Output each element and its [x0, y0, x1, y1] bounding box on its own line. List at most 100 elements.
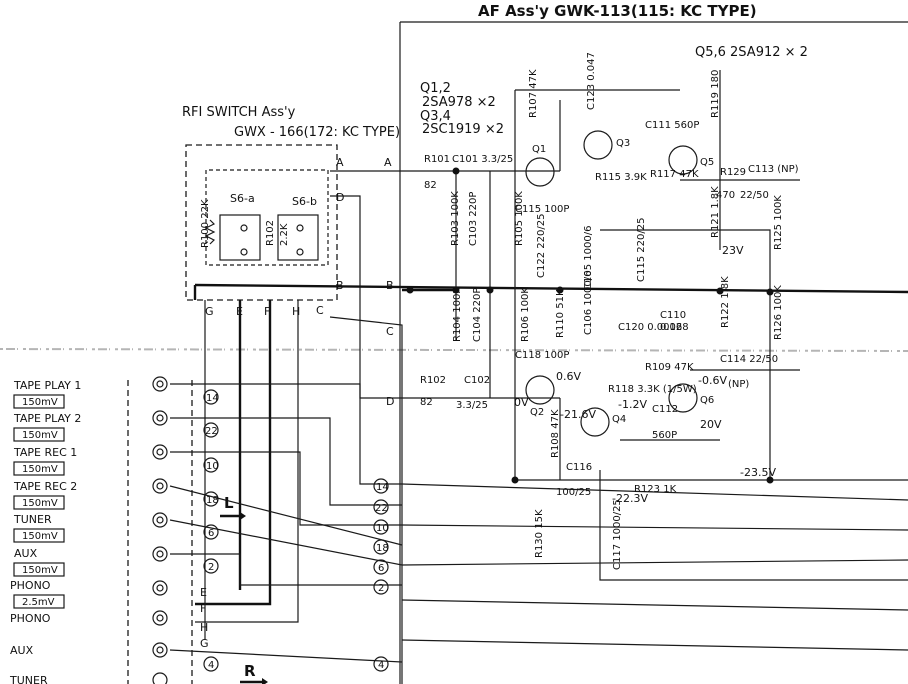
r130-label: R130 15K: [534, 509, 545, 558]
r129-value: 470: [716, 190, 735, 201]
c114-label: C114 22/50: [720, 354, 778, 365]
pin-left-4: 6: [208, 528, 214, 539]
input-5-name: AUX: [14, 547, 38, 560]
r119-label: R119 180: [710, 70, 721, 118]
pin-left-5: 2: [208, 562, 214, 573]
input-jacks: [152, 376, 168, 684]
c117-label: C117 1000/25: [612, 499, 623, 570]
input-2-level: 150mV: [22, 464, 58, 475]
c111-label: C111 560P: [645, 120, 699, 131]
c116-label: C116: [566, 462, 592, 473]
node-g-bottom: G: [200, 637, 209, 650]
input-4-level: 150mV: [22, 531, 58, 542]
r105-label: R105 100K: [514, 191, 525, 246]
c102-label: C102: [464, 375, 490, 386]
node-b-right: B: [386, 279, 394, 292]
channel-r-label: R: [244, 662, 256, 680]
node-a-left: A: [336, 156, 344, 169]
c115-label: C115 100P: [515, 204, 569, 215]
r102-main-value: 82: [420, 397, 433, 408]
c113-label: C113 (NP): [748, 164, 799, 175]
input-5-level: 150mV: [22, 565, 58, 576]
transistors: Q1 Q3 Q5 Q2 Q4 Q6: [525, 130, 714, 437]
r102-label: R102: [265, 220, 276, 246]
rfi-switch-assembly: RFI SWITCH Ass'y GWX - 166(172: KC TYPE)…: [182, 105, 400, 301]
r125-label: R125 100K: [773, 195, 784, 250]
r101-value: 82: [424, 180, 437, 191]
node-f-bottom: F: [200, 602, 206, 615]
r123-label: R123 1K: [634, 484, 677, 495]
voltage-21-6v: -21.6V: [560, 408, 596, 421]
voltage-23-5v: -23.5V: [740, 466, 776, 479]
input-0-name: TAPE PLAY 1: [13, 379, 81, 392]
pin-right-1: 22: [375, 503, 388, 514]
lower-input-aux: AUX: [10, 644, 34, 657]
r122-label: R122 1.8K: [720, 276, 731, 328]
svg-text:Q1: Q1: [532, 144, 546, 155]
r108-label: R108 47K: [550, 409, 561, 458]
r102-value: 2.2K: [279, 223, 290, 246]
arrow-right-icon: [240, 512, 246, 520]
pin-right-3: 18: [376, 543, 389, 554]
c110-label: C110: [660, 310, 686, 321]
r106-label: R106 100K: [520, 287, 531, 342]
r107-label: R107 47K: [528, 69, 539, 118]
af-assembly: AF Ass'y GWK-113(115: KC TYPE) Q5,6 2SA9…: [399, 2, 908, 684]
voltage-0v: 0V: [514, 396, 529, 409]
c123-label: C123 0.047: [586, 52, 597, 110]
voltage-0-6v: 0.6V: [556, 370, 581, 383]
node-c-left: C: [316, 304, 324, 317]
s6a-label: S6-a: [230, 192, 255, 205]
r121-label: R121 1.8K: [710, 186, 721, 238]
lower-input-tuner: TUNER: [9, 674, 48, 684]
input-0-level: 150mV: [22, 397, 58, 408]
svg-text:Q6: Q6: [700, 395, 714, 406]
node-h-top: H: [292, 305, 300, 318]
c122-label: C122 220/25: [536, 214, 547, 278]
pin-left-3: 18: [206, 495, 219, 506]
rfi-part: GWX - 166(172: KC TYPE): [234, 125, 400, 140]
pin-left-1: 22: [205, 426, 218, 437]
input-3-name: TAPE REC 2: [13, 480, 77, 493]
c115b-label: C115 220/25: [636, 218, 647, 282]
scan-noise: [0, 348, 908, 352]
input-3-level: 150mV: [22, 498, 58, 509]
r118-label: R118 3.3K (1/5W): [608, 384, 697, 395]
node-e-bottom: E: [200, 586, 207, 599]
q34-label: Q3,4: [420, 109, 451, 124]
pin-right-5: 2: [378, 583, 384, 594]
q34-part: 2SC1919 ×2: [422, 122, 504, 137]
q56-label: Q5,6 2SA912 × 2: [695, 45, 808, 60]
pin-right-4: 6: [378, 563, 384, 574]
node-c-right: C: [386, 325, 394, 338]
voltage-neg-0-6v: -0.6V: [698, 374, 727, 387]
pin-right-2: 10: [376, 523, 389, 534]
channel-markers: L R: [220, 494, 268, 684]
c103-label: C103 220P: [468, 192, 479, 246]
node-a-right: A: [384, 156, 392, 169]
r117-label: R117 47K: [650, 169, 699, 180]
c116-value: 100/25: [556, 487, 591, 498]
c102-value: 3.3/25: [456, 400, 488, 411]
af-assembly-title: AF Ass'y GWK-113(115: KC TYPE): [478, 2, 757, 20]
r129-label: R129: [720, 167, 746, 178]
c118-label: C118 100P: [515, 350, 569, 361]
r103-label: R103 100K: [450, 191, 461, 246]
component-labels: R101 82 C101 3.3/25 R102 82 C102 3.3/25 …: [420, 52, 799, 570]
r104-label: R104 100K: [452, 287, 463, 342]
node-d-left: D: [336, 191, 344, 204]
c112-value: 560P: [652, 430, 677, 441]
voltage-23v: 23V: [722, 244, 744, 257]
voltages: 23V 0.6V 0V -21.6V -1.2V -0.6V 20V -23.5…: [514, 244, 776, 505]
svg-text:Q2: Q2: [530, 407, 544, 418]
q12-label: Q1,2: [420, 81, 451, 96]
c106-label: C106 1000/6: [583, 271, 594, 335]
c113-value: 22/50: [740, 190, 769, 201]
arrow-right-icon-2: [262, 678, 268, 684]
junctions: [406, 167, 774, 484]
c112-label: C112: [652, 404, 678, 415]
svg-text:Q5: Q5: [700, 157, 714, 168]
input-1-name: TAPE PLAY 2: [13, 412, 81, 425]
c104-label: C104 220P: [472, 288, 483, 342]
